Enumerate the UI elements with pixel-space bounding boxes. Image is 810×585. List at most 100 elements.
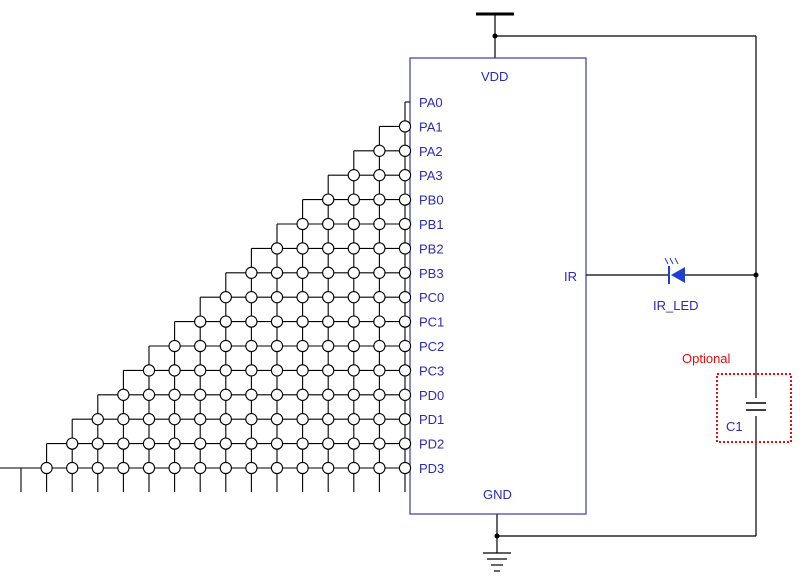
pin-label-pc2: PC2 [419, 339, 444, 354]
key-switch-node [142, 413, 156, 426]
key-switch-node [245, 315, 258, 328]
pin-label-pc3: PC3 [419, 363, 444, 378]
gnd-label: GND [483, 487, 512, 502]
key-switch-node [142, 461, 156, 475]
key-switch-node [245, 437, 258, 450]
pin-label-pb0: PB0 [419, 193, 444, 208]
vdd-label: VDD [481, 69, 508, 84]
key-switch-node [142, 437, 156, 450]
key-switch-node [270, 413, 284, 426]
key-switch-node [347, 291, 360, 304]
key-switch-node [194, 388, 207, 401]
key-switch-node [219, 413, 232, 426]
key-switch-node [322, 437, 335, 450]
key-switch-node [296, 364, 309, 377]
key-switch-node [398, 193, 412, 206]
keypad-matrix [0, 101, 412, 492]
key-switch-node [168, 461, 181, 475]
key-switch-node [245, 339, 258, 353]
key-switch-node [398, 413, 412, 426]
key-switch-node [270, 437, 284, 450]
key-switch-node [219, 364, 232, 377]
key-switch-node [347, 437, 360, 450]
key-switch-node [398, 291, 412, 304]
key-switch-node [322, 364, 335, 377]
key-switch-node [168, 437, 181, 450]
key-switch-node [296, 437, 309, 450]
key-switch-node [296, 388, 309, 401]
key-switch-node [322, 266, 335, 279]
key-switch-node [245, 461, 258, 475]
ir-led-icon [664, 257, 685, 284]
key-switch-node [270, 266, 284, 279]
pin-label-pc1: PC1 [419, 315, 444, 330]
key-switch-node [373, 315, 386, 328]
key-switch-node [322, 461, 335, 475]
pin-label-pd3: PD3 [419, 461, 444, 476]
key-switch-node [219, 291, 232, 304]
key-switch-node [168, 388, 181, 401]
key-switch-node [347, 266, 360, 279]
pin-label-pa3: PA3 [419, 168, 443, 183]
key-switch-node [142, 388, 156, 401]
key-switch-node [245, 291, 258, 304]
key-switch-node [373, 364, 386, 377]
key-switch-node [398, 120, 412, 133]
pin-label-pd1: PD1 [419, 412, 444, 427]
pin-label-pb1: PB1 [419, 217, 444, 232]
key-switch-node [194, 339, 207, 353]
ir-led-label: IR_LED [653, 298, 699, 313]
port-pin-labels: PA0PA1PA2PA3PB0PB1PB2PB3PC0PC1PC2PC3PD0P… [419, 95, 444, 476]
ir-led-branch: IR_LED [586, 257, 759, 313]
key-switch-node [398, 364, 412, 377]
vdd-supply [476, 12, 757, 536]
pin-label-pa0: PA0 [419, 95, 443, 110]
key-switch-node [322, 413, 335, 426]
key-switch-node [373, 339, 386, 353]
key-switch-node [296, 413, 309, 426]
key-switch-node [398, 437, 412, 450]
key-switch-node [296, 315, 309, 328]
key-switch-node [270, 339, 284, 353]
key-switch-node [194, 413, 207, 426]
key-switch-node [168, 413, 181, 426]
key-switch-node [322, 339, 335, 353]
key-switch-node [219, 388, 232, 401]
key-switch-node [194, 364, 207, 377]
key-switch-node [347, 315, 360, 328]
key-switch-node [373, 461, 386, 475]
key-switch-node [142, 364, 156, 377]
key-switch-node [398, 217, 412, 231]
pin-label-pd2: PD2 [419, 437, 444, 452]
key-switch-node [117, 388, 130, 401]
key-switch-node [373, 217, 386, 231]
key-switch-node [270, 364, 284, 377]
key-switch-node [347, 461, 360, 475]
pin-label-pb2: PB2 [419, 241, 444, 256]
pin-label-pb3: PB3 [419, 266, 444, 281]
optional-box [716, 373, 792, 443]
key-switch-node [373, 242, 386, 255]
key-switch-node [219, 437, 232, 450]
key-switch-node [347, 413, 360, 426]
key-switch-node [245, 364, 258, 377]
pin-label-pd0: PD0 [419, 388, 444, 403]
key-switch-node [398, 169, 412, 182]
key-switch-node [347, 339, 360, 353]
key-switch-node [168, 339, 181, 353]
ground-symbol [483, 514, 756, 572]
key-switch-node [398, 315, 412, 328]
pin-label-pa1: PA1 [419, 119, 443, 134]
key-switch-node [219, 339, 232, 353]
pin-label-pa2: PA2 [419, 144, 443, 159]
key-switch-node [373, 144, 386, 157]
key-switch-node [373, 193, 386, 206]
key-switch-node [398, 388, 412, 401]
key-switch-node [347, 242, 360, 255]
key-switch-node [296, 291, 309, 304]
key-switch-node [398, 242, 412, 255]
key-switch-node [91, 437, 104, 450]
key-switch-node [245, 388, 258, 401]
key-switch-node [347, 388, 360, 401]
key-switch-node [245, 266, 258, 279]
